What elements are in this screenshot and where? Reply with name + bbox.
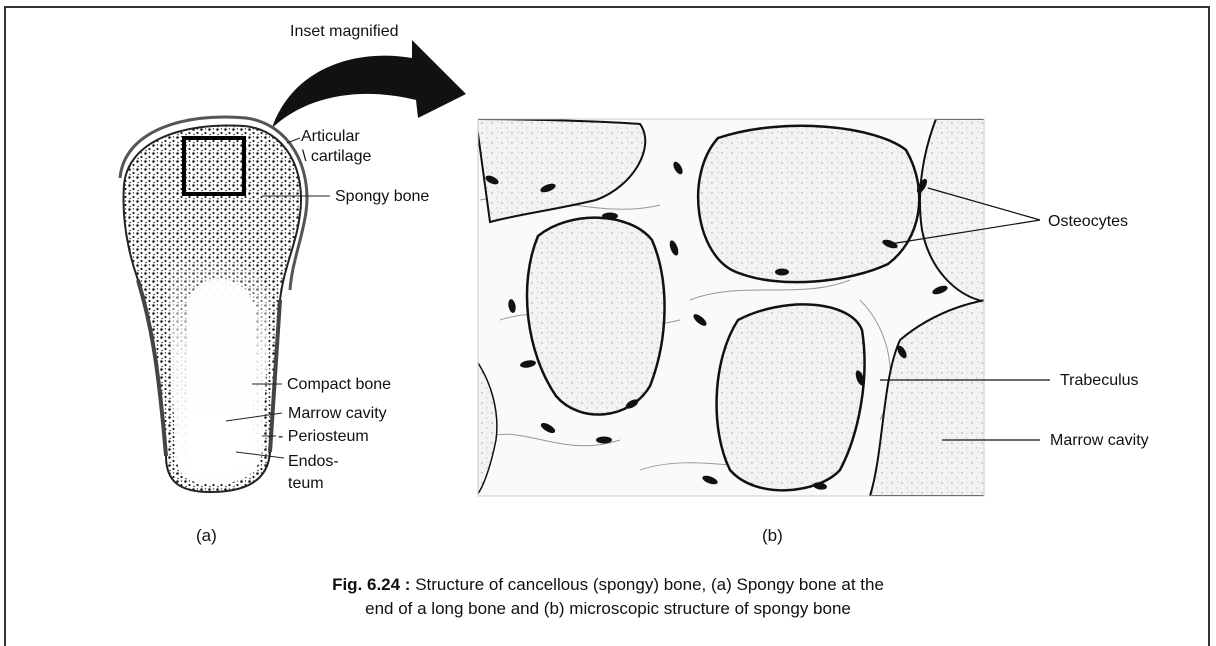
articular-label: Articular [301,128,360,146]
periosteum-label: - Periosteum [278,428,369,446]
figure-number: Fig. 6.24 : [332,575,410,594]
endosteum-label-line2: teum [288,475,324,493]
caption-text-1: Structure of cancellous (spongy) bone, (… [410,575,883,594]
inset-magnified-arrow [272,40,466,128]
inset-magnified-label: Inset magnified [290,23,399,41]
trabeculus-label: Trabeculus [1060,372,1139,390]
endosteum-label-line1: Endos- [288,453,339,471]
marrow-cavity-a-label: Marrow cavity [288,405,387,423]
marrow-space [698,126,919,282]
cartilage-label: \ cartilage [302,148,371,166]
figure-caption-line2: end of a long bone and (b) microscopic s… [0,598,1216,620]
spongy-bone-label: Spongy bone [335,188,429,206]
marrow-space [717,304,865,490]
panel-a-tag: (a) [196,527,217,545]
figure-caption-line1: Fig. 6.24 : Structure of cancellous (spo… [0,574,1216,596]
panel-b-tag: (b) [762,527,783,545]
osteocytes-label: Osteocytes [1048,213,1128,231]
microscopic-view [476,119,986,496]
marrow-cavity-b-label: Marrow cavity [1050,432,1149,450]
compact-bone-label: Compact bone [287,376,391,394]
